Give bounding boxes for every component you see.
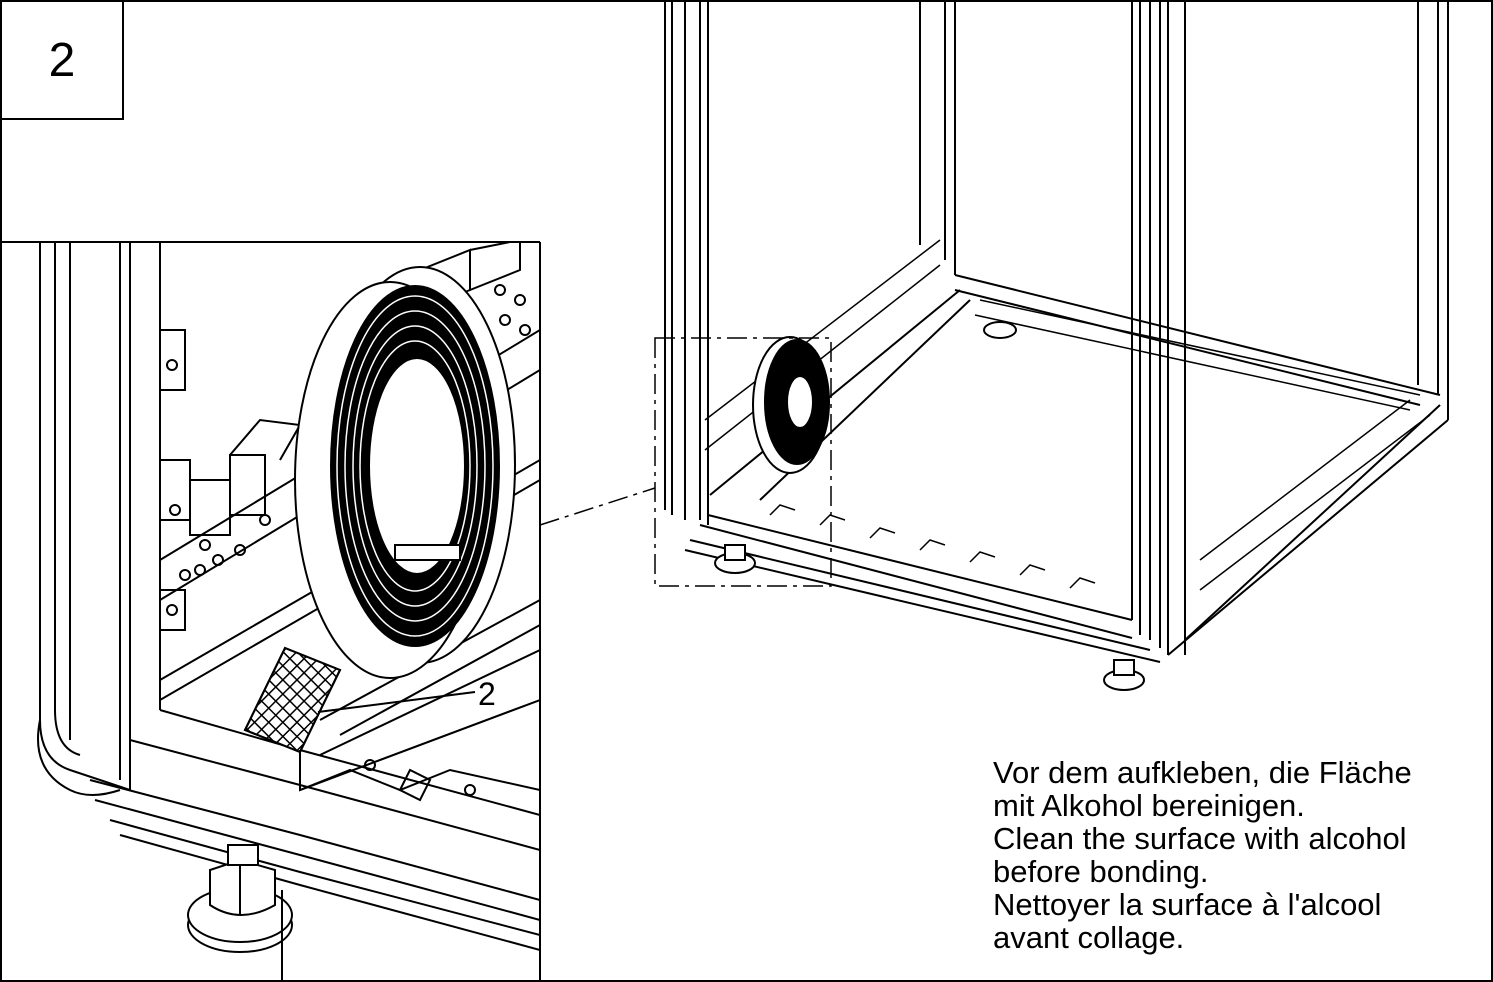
- left-vertical-profile: [39, 242, 161, 791]
- overview-feet: [714, 321, 1145, 691]
- back-opening: [954, 2, 1133, 320]
- bottom-frame: [684, 274, 1449, 663]
- overview-tape-roll: [752, 336, 830, 474]
- instruction-fr-line1: Nettoyer la surface à l'alcool: [993, 887, 1382, 922]
- callout-leader: [317, 691, 476, 713]
- front-left-post: [664, 2, 709, 525]
- front-right-post: [1131, 2, 1186, 655]
- instruction-de-line2: mit Alkohol bereinigen.: [993, 788, 1305, 823]
- step-number: 2: [2, 2, 124, 120]
- tape-roll-icon: [294, 266, 516, 679]
- instruction-de-line1: Vor dem aufkleben, die Fläche: [993, 755, 1412, 790]
- instruction-en-line1: Clean the surface with alcohol: [993, 821, 1407, 856]
- instruction-en-line2: before bonding.: [993, 854, 1209, 889]
- cabinet-frame-icon: [664, 2, 1449, 691]
- instructions: Vor dem aufkleben, die Fläche mit Alkoho…: [993, 756, 1473, 954]
- side-panel-slots: [159, 250, 302, 631]
- bottom-channel: [299, 649, 540, 802]
- detail-marker-leader: [539, 487, 656, 526]
- adhesive-strip: [243, 646, 342, 754]
- detail-view: [37, 242, 540, 982]
- base-profile: [37, 709, 540, 951]
- perforated-rails: [704, 239, 1431, 591]
- bottom-slots: [769, 504, 1096, 589]
- leveling-foot-icon: [187, 844, 293, 982]
- instruction-fr-line2: avant collage.: [993, 920, 1185, 955]
- detail-marker-box: [654, 337, 832, 587]
- callout-label: 2: [478, 676, 496, 712]
